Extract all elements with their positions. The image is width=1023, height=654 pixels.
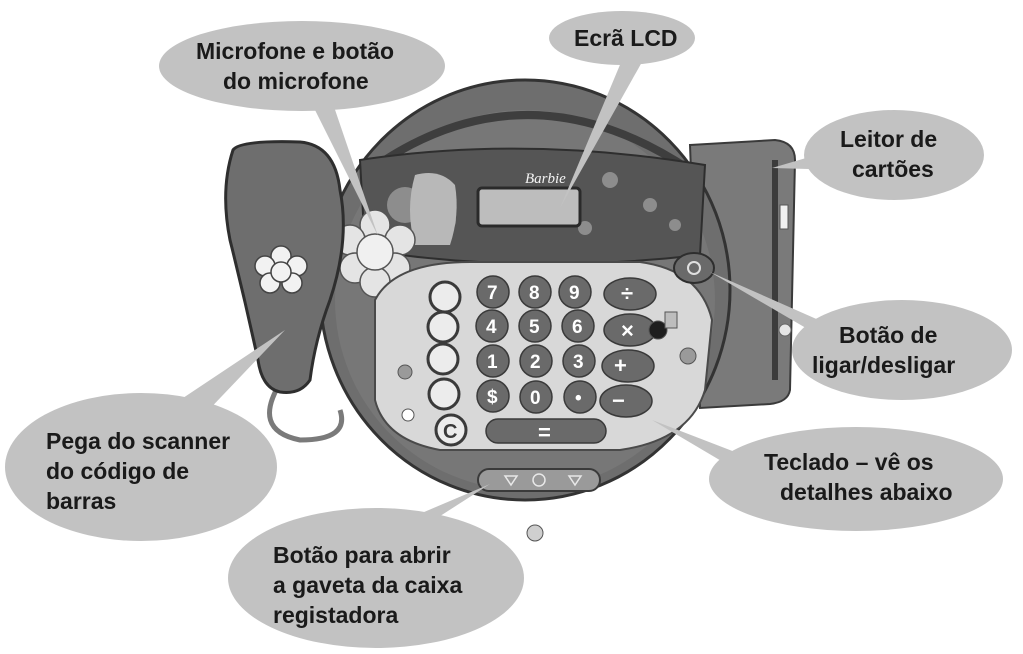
key-9-label: 9 <box>569 283 580 304</box>
key-1-label: 1 <box>487 352 498 373</box>
key-2-label: 2 <box>530 352 541 373</box>
power-label-line1: Botão de <box>839 322 937 348</box>
lcd-label: Ecrã LCD <box>574 25 678 51</box>
key-labels: 7 8 9 ÷ 4 5 6 × 1 2 3 + $ 0 • − = <box>486 281 634 445</box>
function-key-4[interactable] <box>427 377 461 411</box>
key-divide-label: ÷ <box>621 281 633 306</box>
callout-bubbles <box>5 11 1012 648</box>
microphone-pointer <box>310 95 378 236</box>
scanner-label-line3: barras <box>46 488 116 514</box>
doll-figure <box>410 172 457 245</box>
card-reader-label-line1: Leitor de <box>840 126 937 152</box>
perfume-icon <box>664 311 678 329</box>
key-6-label: 6 <box>572 317 583 338</box>
key-divide-shape[interactable] <box>603 277 657 311</box>
mirror-icon <box>401 408 415 422</box>
scanner-label-line2: do código de <box>46 458 189 484</box>
key-3-label: 3 <box>573 352 584 373</box>
bottom-knob <box>526 524 544 542</box>
microphone-label-line2: do microfone <box>223 68 369 94</box>
key-multiply-label: × <box>621 318 634 343</box>
key-8-shape[interactable] <box>518 275 552 309</box>
cash-register-toy: Barbie C <box>224 78 797 542</box>
callout-labels: Microfone e botão do microfone Ecrã LCD … <box>46 25 955 628</box>
key-3-shape[interactable] <box>562 344 596 378</box>
card-reader-slot <box>772 160 778 380</box>
card-reader-label-line2: cartões <box>852 156 934 182</box>
key-2-shape[interactable] <box>519 344 553 378</box>
power-callout <box>792 300 1012 400</box>
drawer-icon <box>532 473 546 487</box>
lcd-callout <box>549 11 695 65</box>
key-1-shape[interactable] <box>476 344 510 378</box>
flower-icon <box>679 347 697 365</box>
key-minus-shape[interactable] <box>599 384 653 418</box>
key-dot-label: • <box>575 388 582 409</box>
drawer-label-line3: registadora <box>273 602 398 628</box>
scanner-label-line1: Pega do scanner <box>46 428 230 454</box>
function-key-1[interactable] <box>428 280 462 314</box>
drawer-arrow-right-icon <box>567 475 583 487</box>
card-reader-callout <box>804 110 984 200</box>
drawer-button[interactable] <box>477 468 601 492</box>
key-plus-label: + <box>614 353 627 378</box>
drawer-arrow-left-icon <box>503 475 519 487</box>
keypad-label-line2: detalhes abaixo <box>780 479 953 505</box>
scanner-flower-icon <box>254 245 308 294</box>
microphone-label-line1: Microfone e botão <box>196 38 394 64</box>
key-equals-label: = <box>538 420 551 445</box>
key-8-label: 8 <box>529 283 540 304</box>
key-dollar-shape[interactable] <box>476 379 510 413</box>
power-pointer <box>710 272 835 345</box>
keypad-label-line1: Teclado – vê os <box>764 449 934 475</box>
key-5-label: 5 <box>529 317 540 338</box>
left-function-keys <box>426 280 462 411</box>
scanner-cord <box>267 378 344 443</box>
key-dollar-label: $ <box>487 387 498 408</box>
lcd-pointer <box>560 60 642 208</box>
microphone-callout <box>159 21 445 111</box>
number-keys <box>475 275 597 414</box>
key-7-label: 7 <box>487 283 498 304</box>
drawer-label-line2: a gaveta da caixa <box>273 572 462 598</box>
key-7-shape[interactable] <box>476 275 510 309</box>
brand-logo: Barbie <box>525 171 566 187</box>
card-reader-flower-icon <box>778 323 792 337</box>
power-button[interactable] <box>673 252 715 284</box>
lcd-screen <box>476 186 582 228</box>
key-minus-label: − <box>612 388 625 413</box>
key-plus-shape[interactable] <box>601 349 655 383</box>
key-dot-shape[interactable] <box>563 380 597 414</box>
scanner-callout <box>5 393 277 541</box>
key-4-shape[interactable] <box>475 309 509 343</box>
card-reader-indicator <box>779 204 789 230</box>
clear-key-label: C <box>443 421 457 443</box>
drawer-callout <box>228 508 524 648</box>
key-6-shape[interactable] <box>561 309 595 343</box>
drawer-label-line1: Botão para abrir <box>273 542 451 568</box>
key-0-label: 0 <box>530 388 541 409</box>
clear-key[interactable] <box>434 413 468 447</box>
key-4-label: 4 <box>486 317 497 338</box>
power-icon <box>687 261 701 275</box>
key-5-shape[interactable] <box>518 309 552 343</box>
panel-decorations <box>397 311 697 422</box>
function-key-2[interactable] <box>426 310 460 344</box>
function-key-3[interactable] <box>426 342 460 376</box>
power-label-line2: ligar/desligar <box>812 352 955 378</box>
flower-icon <box>397 364 413 380</box>
operator-keys <box>485 277 657 444</box>
key-9-shape[interactable] <box>558 275 592 309</box>
lipstick-icon <box>648 320 668 340</box>
register-top-arc <box>367 111 693 174</box>
key-equals-shape[interactable] <box>485 418 607 444</box>
keypad-callout <box>709 427 1003 531</box>
key-0-shape[interactable] <box>519 380 553 414</box>
